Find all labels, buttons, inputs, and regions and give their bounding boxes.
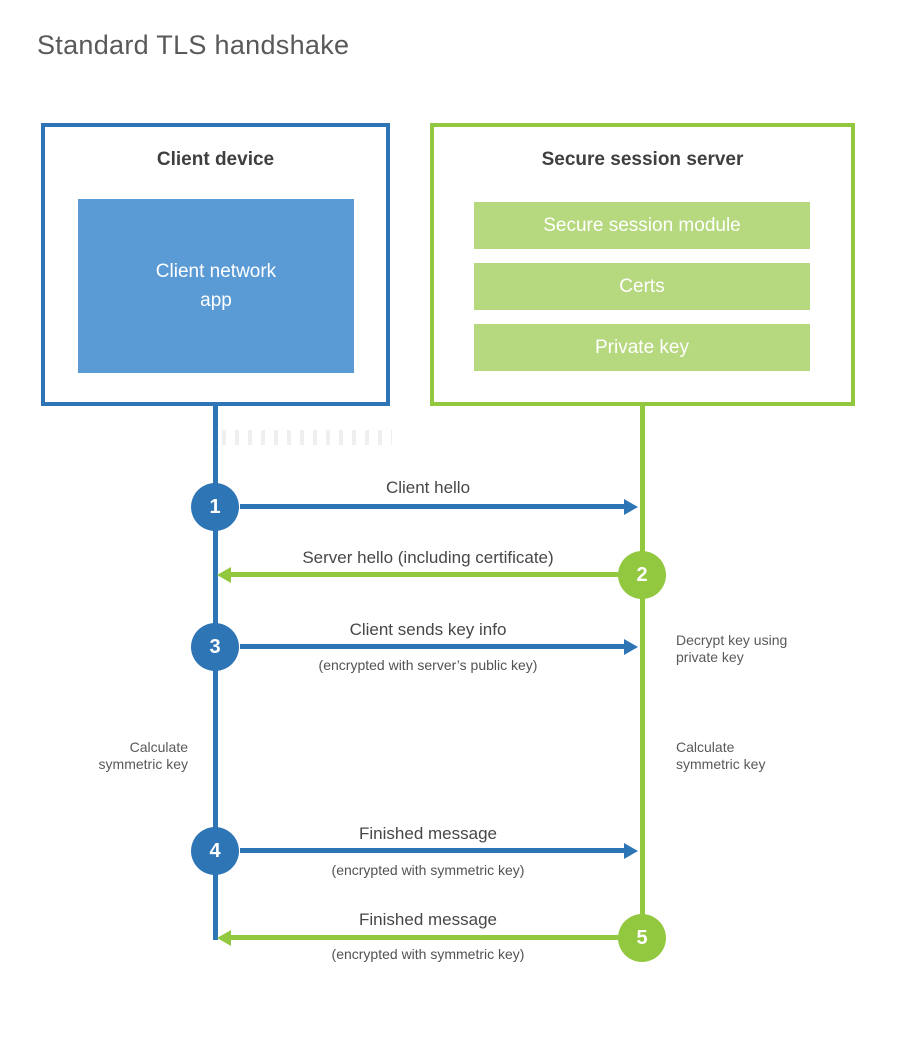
- step-4-label: Finished message: [359, 824, 497, 843]
- secure-session-server-title: Secure session server: [541, 149, 744, 170]
- step-1-arrow: [240, 504, 624, 509]
- server-module-private-key: Private key: [474, 324, 810, 371]
- step-1-label: Client hello: [385, 478, 471, 497]
- step-5-sublabel: (encrypted with symmetric key): [331, 946, 525, 962]
- step-2-arrowhead-icon: [217, 567, 231, 583]
- step-4-sublabel: (encrypted with symmetric key): [331, 862, 525, 878]
- note-calculate-symmetric-key-client: Calculate symmetric key: [98, 739, 188, 772]
- step-4-arrow: [240, 848, 624, 853]
- step-1-badge: 1: [191, 483, 239, 531]
- step-1-arrowhead-icon: [624, 499, 638, 515]
- note-calculate-symmetric-key-server: Calculate symmetric key: [676, 739, 766, 772]
- step-5-badge: 5: [618, 914, 666, 962]
- server-lifeline: [640, 406, 645, 938]
- step-2-arrow: [231, 572, 618, 577]
- step-3-arrowhead-icon: [624, 639, 638, 655]
- faint-dash-artifact: [222, 430, 392, 445]
- step-3-badge: 3: [191, 623, 239, 671]
- step-3-sublabel: (encrypted with server’s public key): [318, 657, 538, 673]
- client-network-app-block: Client network app: [78, 199, 354, 373]
- step-5-arrow: [231, 935, 618, 940]
- step-2-badge: 2: [618, 551, 666, 599]
- step-5-label: Finished message: [359, 910, 497, 929]
- page-title: Standard TLS handshake: [37, 30, 350, 60]
- step-4-badge: 4: [191, 827, 239, 875]
- note-decrypt-key: Decrypt key using private key: [676, 632, 788, 665]
- client-device-title: Client device: [156, 149, 275, 170]
- step-5-arrowhead-icon: [217, 930, 231, 946]
- step-3-label: Client sends key info: [349, 620, 507, 639]
- step-4-arrowhead-icon: [624, 843, 638, 859]
- step-2-label: Server hello (including certificate): [302, 548, 554, 567]
- client-lifeline: [213, 406, 218, 940]
- step-3-arrow: [240, 644, 624, 649]
- server-module-certs: Certs: [474, 263, 810, 310]
- server-module-secure-session-module: Secure session module: [474, 202, 810, 249]
